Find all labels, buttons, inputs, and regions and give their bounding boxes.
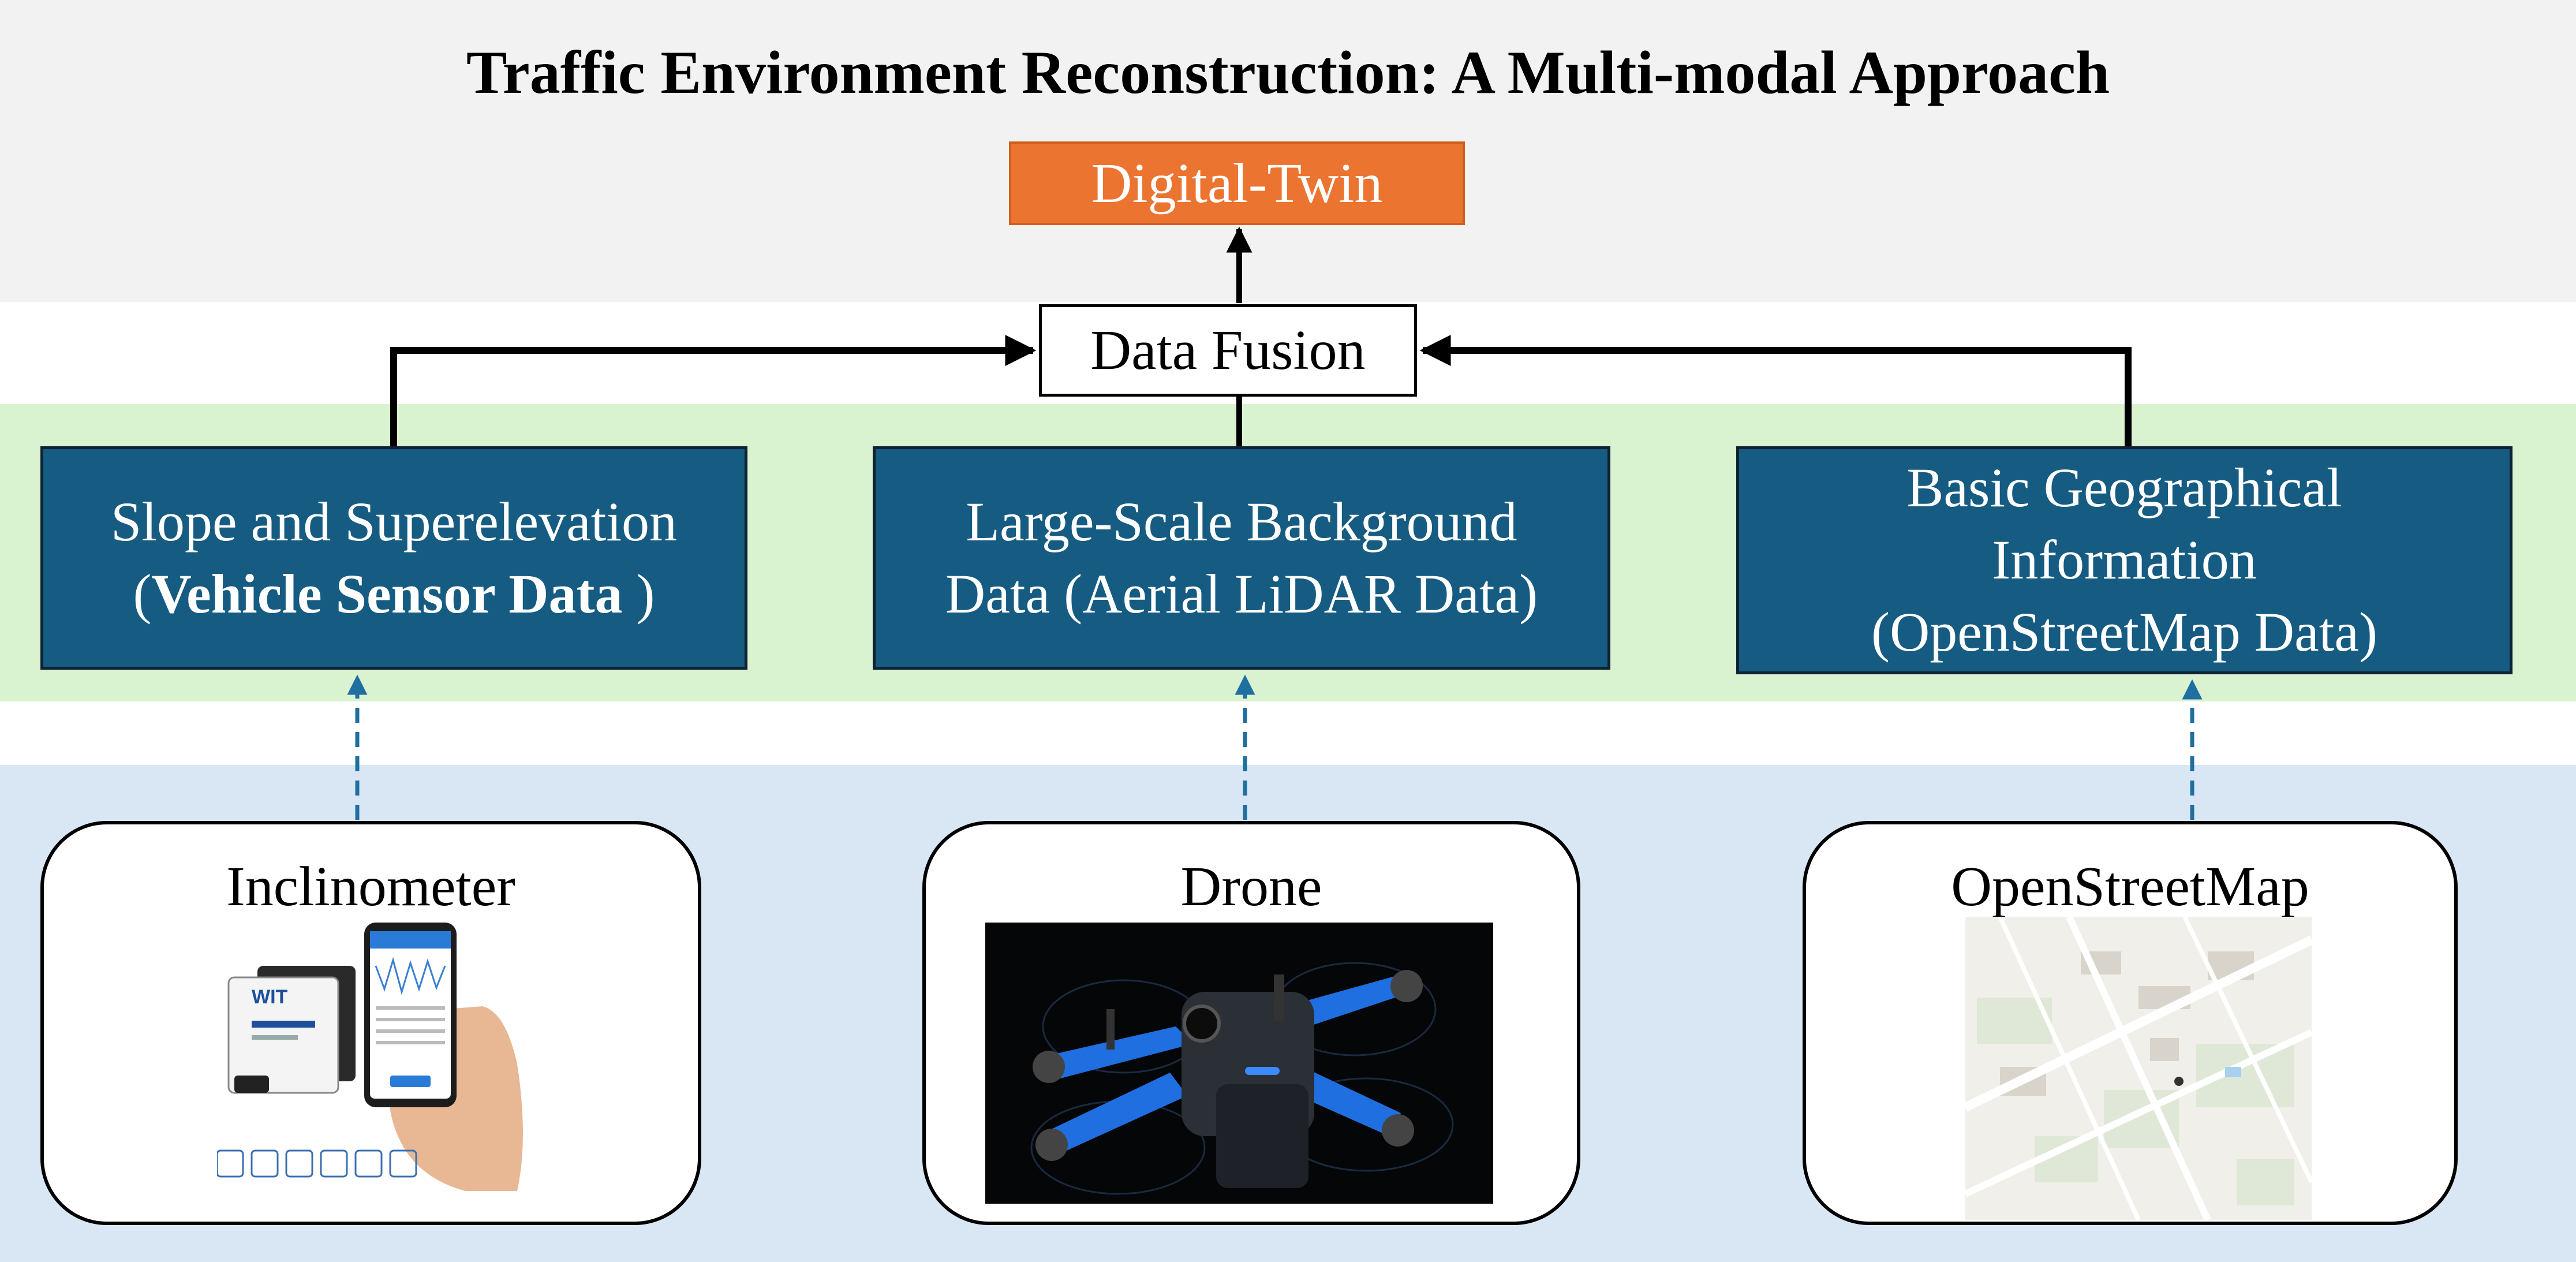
source-box-line: Data (Aerial LiDAR Data) [945, 562, 1538, 625]
slope-superelevation-box: Slope and Superelevation (Vehicle Sensor… [40, 446, 747, 670]
source-box-line: Large-Scale Background [966, 490, 1517, 552]
drone-label: Drone [1180, 856, 1322, 918]
open-paren: ( [133, 562, 152, 625]
diagram-title: Traffic Environment Reconstruction: A Mu… [466, 39, 2110, 106]
digital-twin-box: Digital-Twin [1009, 141, 1465, 225]
openstreetmap-image [1965, 917, 2312, 1220]
map-icon [1965, 917, 2312, 1220]
openstreetmap-card: OpenStreetMap [1803, 821, 2458, 1225]
geo-to-fusion-arrow [1419, 335, 2132, 446]
svg-text:WIT: WIT [252, 986, 288, 1008]
feature-icons-row [217, 1149, 417, 1178]
slope-to-fusion-arrow [390, 335, 1037, 446]
close-paren: ) [622, 562, 655, 625]
inclinometer-image: WIT [217, 923, 523, 1191]
inclinometer-card: Inclinometer WIT [40, 821, 701, 1225]
data-fusion-label: Data Fusion [1090, 319, 1366, 382]
source-box-line: Basic Geographical [1906, 457, 2342, 519]
drone-card: Drone [922, 821, 1580, 1225]
source-box-line: (Vehicle Sensor Data ) [133, 558, 655, 630]
drone-image [985, 923, 1493, 1204]
data-fusion-box: Data Fusion [1039, 304, 1417, 397]
inclinometer-sensor-icon: WIT [227, 966, 356, 1094]
source-box-line: (OpenStreetMap Data) [1871, 600, 2377, 663]
openstreetmap-label: OpenStreetMap [1951, 856, 2309, 918]
geographical-info-box: Basic Geographical Information (OpenStre… [1736, 446, 2513, 674]
digital-twin-label: Digital-Twin [1091, 152, 1383, 215]
drone-icon [1030, 962, 1454, 1195]
source-box-line: Slope and Superelevation [110, 490, 678, 552]
vehicle-sensor-data-label: Vehicle Sensor Data [151, 562, 623, 625]
phone-hand-icon [364, 923, 523, 1191]
source-box-line: Information [1992, 529, 2257, 591]
background-data-box: Large-Scale Background Data (Aerial LiDA… [873, 446, 1610, 670]
inclinometer-label: Inclinometer [226, 856, 515, 918]
